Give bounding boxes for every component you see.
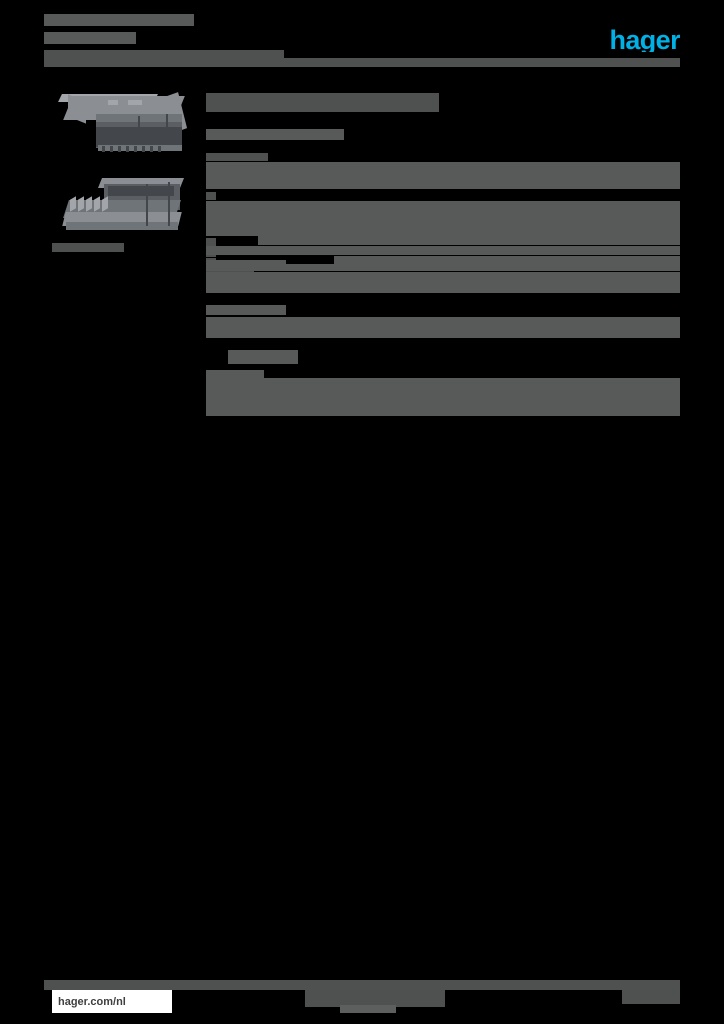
spec-row-label [206,238,216,246]
page-header: hager ® [44,14,680,66]
spec-row-value [258,236,680,245]
header-title-line-1 [44,14,194,26]
footer-divider [44,980,680,990]
spec-section-block [206,317,680,338]
spec-row-label [206,129,344,140]
hager-logo: hager ® [592,28,680,52]
header-subtitle-line [44,50,284,60]
header-divider [44,58,680,67]
footer-center-text-underline [340,1005,396,1013]
spec-section-header [206,260,286,270]
spec-row-label [228,350,298,364]
page-title [206,93,439,112]
product-image-caption [52,243,124,252]
spec-row-value [206,162,680,189]
spec-row-label [206,192,216,200]
footer-page-number [622,988,680,1004]
spec-row-value [206,246,680,255]
product-photo-secondary [52,176,196,242]
product-photo-primary [52,86,196,160]
spec-section-block [206,378,680,416]
spec-section-header [206,370,264,379]
spec-section-block [206,272,680,293]
spec-row-value [206,222,680,236]
product-image-column [52,86,196,242]
spec-row-value [206,201,680,222]
spec-row-value [206,264,680,271]
spec-row-value [334,256,680,264]
footer-center-text [305,989,445,1007]
header-title-line-2 [44,32,136,44]
spec-section-header [206,305,286,315]
footer-url: hager.com/nl [58,995,126,1008]
footer-url-box[interactable]: hager.com/nl [52,990,172,1013]
spec-row-label [206,153,268,161]
hager-logo-text: hager [609,28,680,52]
